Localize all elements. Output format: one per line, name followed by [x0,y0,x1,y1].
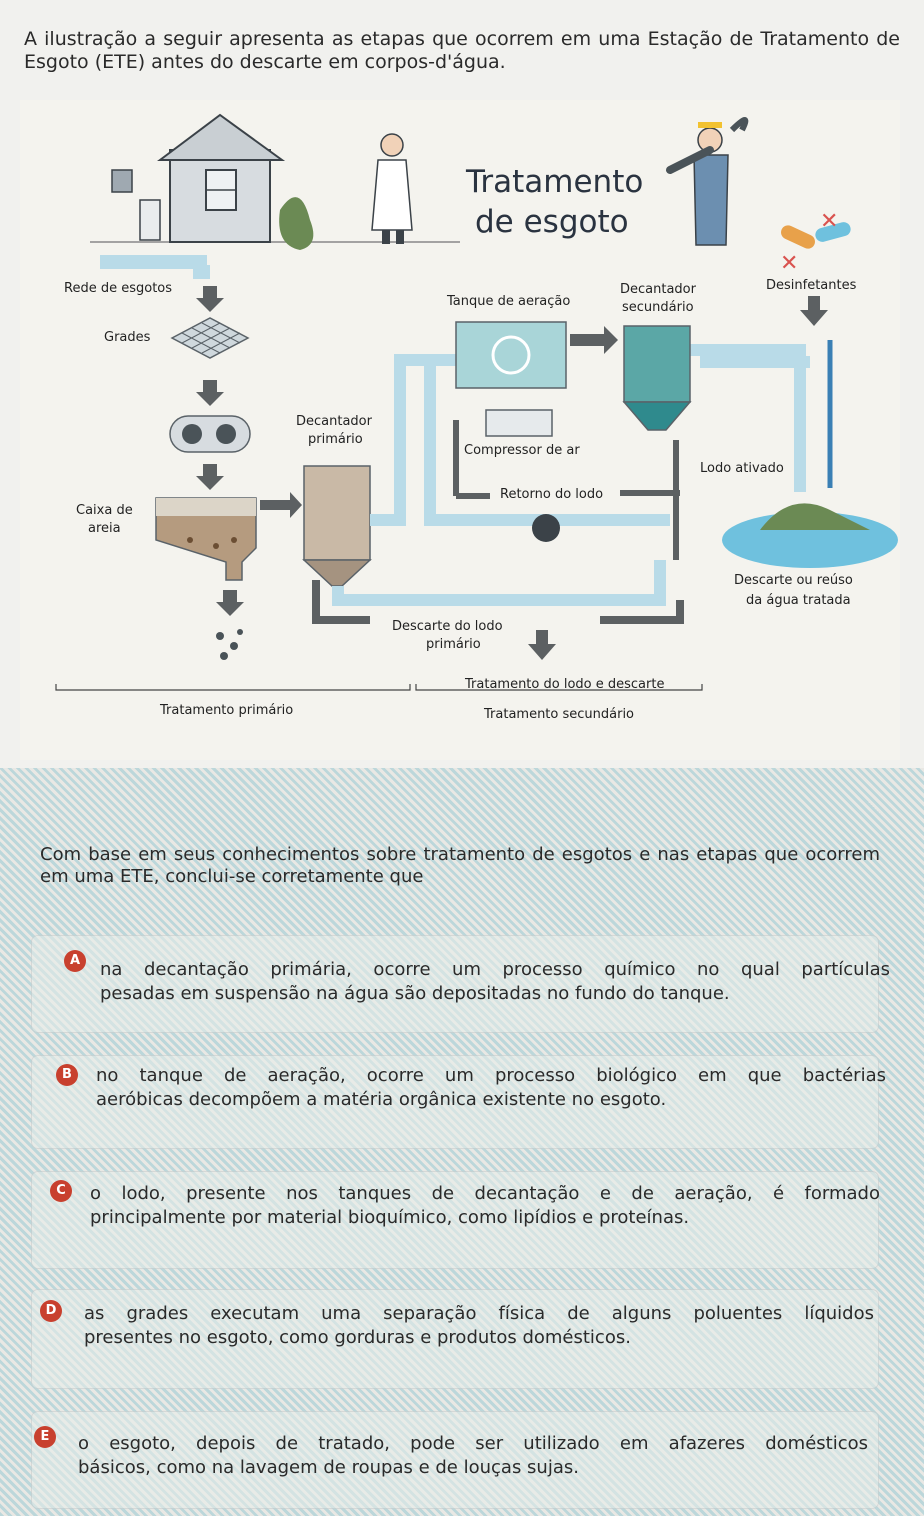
option-d-box[interactable] [32,1290,878,1388]
flow-arrow-icon [570,326,618,354]
label-descarte-reuso-2: da água tratada [746,593,851,608]
option-a-badge[interactable]: A [64,950,86,972]
lake-icon [722,503,898,568]
label-descarte-reuso-1: Descarte ou reúso [734,573,853,588]
option-a-line1: na decantação primária, ocorre um proces… [100,959,890,980]
option-e-line1: o esgoto, depois de tratado, pode ser ut… [78,1433,868,1454]
option-b-line2: aeróbicas decompõem a matéria orgânica e… [96,1089,667,1110]
option-e-box[interactable] [32,1412,878,1508]
flow-arrow-icon [196,286,224,312]
disinfectant-pills-icon: ✕ ✕ [780,209,851,276]
option-a-line2: pesadas em suspensão na água são deposit… [100,983,730,1004]
label-lodo-ativado: Lodo ativado [700,461,784,476]
label-descarte-lodo-1: Descarte do lodo [392,619,503,634]
label-decantador-secundario-1: Decantador [620,282,697,297]
label-descarte-lodo-2: primário [426,637,481,652]
option-e-badge[interactable]: E [34,1426,56,1448]
sand-box-icon [155,497,257,581]
question-text: Com base em seus conhecimentos sobre tra… [40,844,880,887]
sand-particles-icon [216,629,243,660]
flow-arrow-icon [260,492,302,518]
house-icon [111,113,314,250]
option-a-text[interactable]: na decantação primária, ocorre um proces… [100,958,890,1006]
label-grades: Grades [104,330,151,345]
flow-arrow-icon [196,464,224,490]
option-b-line1: no tanque de aeração, ocorre um processo… [96,1065,886,1086]
air-compressor-icon [485,409,553,437]
pipe-network [332,344,810,606]
label-caixa-areia-1: Caixa de [76,503,133,518]
diagram-title-line2: de esgoto [475,204,629,240]
label-rede-esgotos: Rede de esgotos [64,281,172,296]
option-e-text[interactable]: o esgoto, depois de tratado, pode ser ut… [78,1432,868,1480]
svg-text:✕: ✕ [820,209,838,234]
option-c-line2: principalmente por material bioquímico, … [90,1207,690,1228]
flow-arrow-icon [800,296,828,326]
primary-decanter-tank [302,465,372,587]
label-decantador-secundario-2: secundário [622,300,694,315]
svg-text:✕: ✕ [780,251,798,276]
option-c-badge[interactable]: C [50,1180,72,1202]
intro-text: A ilustração a seguir apresenta as etapa… [24,28,900,73]
label-retorno-lodo: Retorno do lodo [500,487,603,502]
option-c-box[interactable] [32,1172,878,1268]
label-desinfetantes: Desinfetantes [766,278,857,293]
worker-icon [666,117,749,246]
label-tratamento-lodo: Tratamento do lodo e descarte [464,677,664,692]
option-d-line2: presentes no esgoto, como gorduras e pro… [84,1327,631,1348]
pump-icon [532,514,560,542]
label-caixa-areia-2: areia [88,521,121,536]
grades-grid-icon [170,317,250,359]
option-c-line1: o lodo, presente nos tanques de decantaç… [90,1183,880,1204]
label-tratamento-secundario: Tratamento secundário [483,707,634,722]
option-d-badge[interactable]: D [40,1300,62,1322]
scientist-icon [371,133,413,244]
option-b-text[interactable]: no tanque de aeração, ocorre um processo… [96,1064,886,1112]
flow-arrow-icon [216,590,244,616]
option-b-badge[interactable]: B [56,1064,78,1086]
secondary-decanter-tank [622,325,692,431]
label-tanque-aeracao: Tanque de aeração [446,294,570,309]
aeration-tank [455,321,567,389]
label-decantador-primario-2: primário [308,432,363,447]
diagram-title-line1: Tratamento [465,164,643,200]
diagram-svg: ✕ ✕ Tratamento de esgoto Rede de esgotos… [55,113,898,722]
sewage-treatment-illustration: ✕ ✕ Tratamento de esgoto Rede de esgotos… [20,100,900,760]
label-compressor: Compressor de ar [464,443,580,458]
label-decantador-primario-1: Decantador [296,414,373,429]
flow-arrow-icon [528,630,556,660]
option-a-box[interactable] [32,936,878,1032]
label-tratamento-primario: Tratamento primário [159,703,293,718]
gear-icon [169,415,251,453]
option-e-line2: básicos, como na lavagem de roupas e de … [78,1457,579,1478]
option-b-box[interactable] [32,1056,878,1148]
option-d-text[interactable]: as grades executam uma separação física … [84,1302,874,1350]
option-c-text[interactable]: o lodo, presente nos tanques de decantaç… [90,1182,880,1230]
option-d-line1: as grades executam uma separação física … [84,1303,874,1324]
flow-arrow-icon [196,380,224,406]
